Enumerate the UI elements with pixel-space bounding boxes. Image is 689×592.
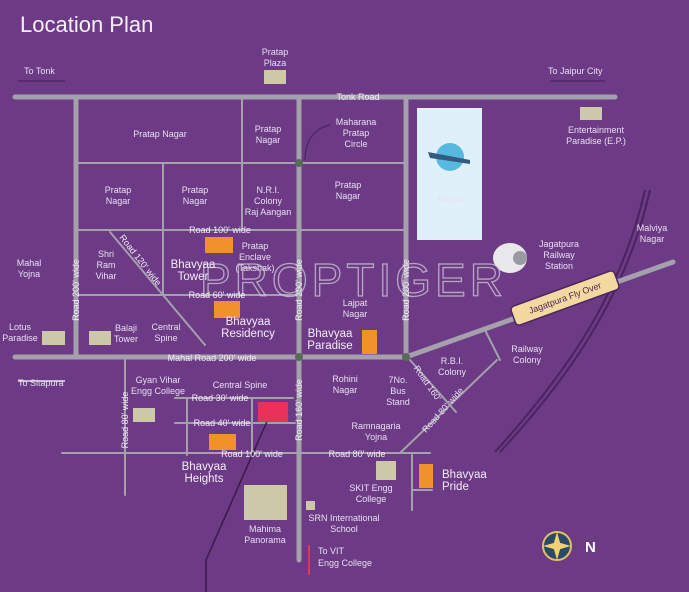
bhavyaa-residency-marker [214,301,240,318]
nri-label: N.R.I.Colony [254,185,283,206]
r200-right-label: Road 200' wide [401,259,411,321]
pratap-nagar-1-label: Pratap Nagar [133,129,187,139]
rbi-label: R.B.I.Colony [438,356,467,377]
site-marker [258,402,288,422]
labels: To Tonk To Jaipur City To Sitapura To VIT En… [2,47,667,568]
r120-label: Road 120' wide [117,233,163,288]
r200-left-label: Road 200' wide [71,259,81,321]
tonk-label: Tonk Road [336,92,379,102]
railway-line [494,189,651,453]
airport-label: Airport [437,194,464,204]
bhavyaa-tower-marker [205,237,233,253]
bhavyaa-heights-marker [209,434,236,450]
map-title: Location Plan [20,12,153,37]
to-jaipur-label: To Jaipur City [548,66,603,76]
r100-bottom-label: Road 100' wide [221,449,283,459]
nri-sub-label: Raj Aangan [245,207,292,217]
r60-label: Road 60' wide [189,290,246,300]
projects [205,237,433,488]
bhavyaa-pride-marker [419,464,433,488]
r160-label: Road 160' wide [294,379,304,441]
flyover: Jagatpura Fly Over [510,270,620,326]
train-icon [493,243,527,273]
r200-mid-label: Road 200' wide [294,259,304,321]
watermark: PROPTIGER [200,254,507,306]
to-tonk-label: To Tonk [24,66,55,76]
r80-left-label: Road 80' wide [120,392,130,449]
direction-arrows [18,80,605,592]
bhavyaa-paradise-marker [362,330,377,354]
landmarks [42,70,602,520]
to-sitapura-label: To Sitapura [18,378,64,388]
central-spine-2-label: Central Spine [213,380,268,390]
roads [12,94,676,563]
to-vit-1-label: To VIT [318,546,345,556]
r80-right-label: Road 80' wide [329,449,386,459]
airplane-icon [428,143,470,171]
airport-area [417,108,482,240]
r80-diag-label: Road 80' wide [420,386,465,435]
r30-label: Road 30' wide [192,393,249,403]
compass-north-label: N [585,539,596,556]
mahal-label: Mahal Road 200' wide [168,353,257,363]
compass-icon [542,531,572,561]
r40-label: Road 40' wide [194,418,251,428]
to-vit-2-label: Engg College [318,558,372,568]
r100-top-label: Road 100' wide [189,225,251,235]
